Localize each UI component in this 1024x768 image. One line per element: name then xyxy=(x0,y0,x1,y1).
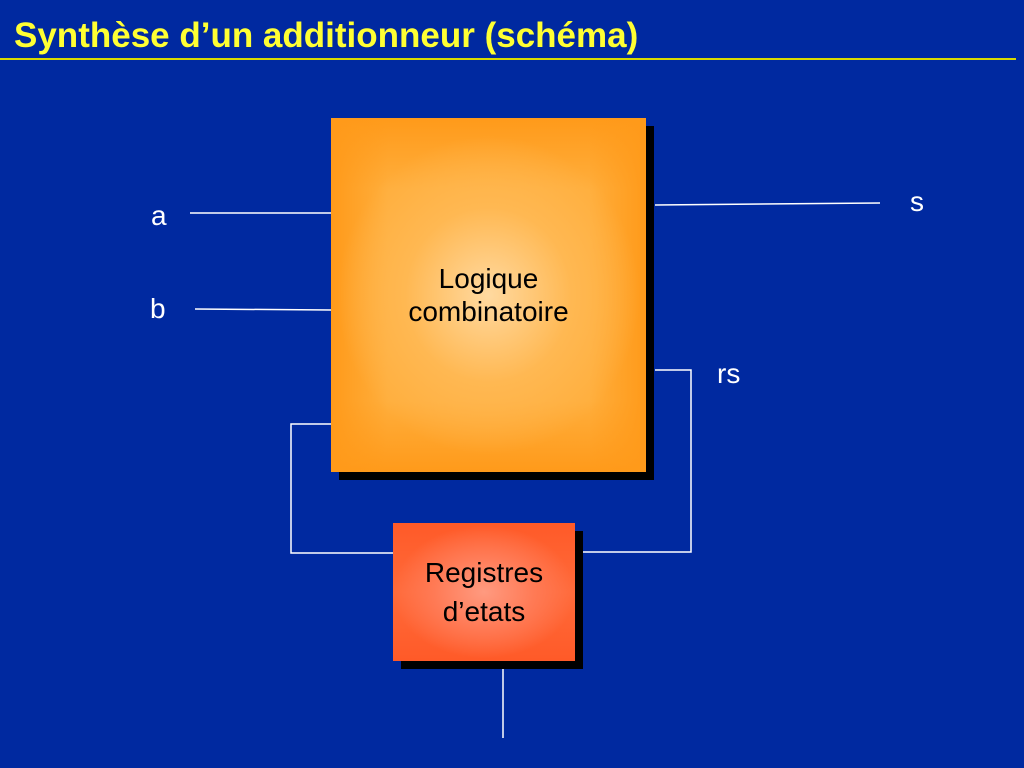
register-block-line-2: d’etats xyxy=(442,596,526,627)
slide-title: Synthèse d’un additionneur (schéma) xyxy=(14,16,639,55)
logic-block-line-1: Logique xyxy=(438,263,539,294)
wire-output-s xyxy=(654,202,881,206)
register-block: Registres d’etats xyxy=(393,523,575,661)
logic-block-line-2: combinatoire xyxy=(408,296,569,327)
wire-rs-feedback xyxy=(583,369,692,553)
logic-block: Logique combinatoire xyxy=(331,118,646,472)
input-label-a: a xyxy=(151,200,167,231)
output-label-s: s xyxy=(910,186,924,217)
wire-input-b xyxy=(194,308,332,311)
input-label-b: b xyxy=(150,293,166,324)
register-block-line-1: Registres xyxy=(424,557,544,588)
wire-state-feedback xyxy=(290,423,393,554)
title-underline xyxy=(0,58,1016,60)
output-label-rs: rs xyxy=(717,358,741,389)
